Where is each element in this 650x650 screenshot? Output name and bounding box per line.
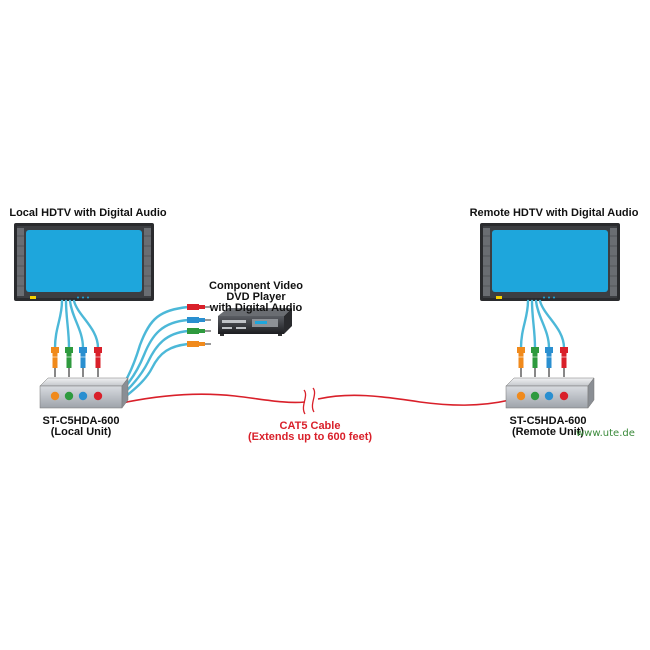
rca-cables xyxy=(53,299,566,402)
local-hdtv xyxy=(14,223,154,301)
remote-tv-screen xyxy=(492,230,608,292)
cable-note: (Extends up to 600 feet) xyxy=(248,431,372,443)
local-rca-plugs xyxy=(51,347,102,377)
watermark: www.ute.de xyxy=(576,428,635,439)
remote-hdtv xyxy=(480,223,620,301)
remote-unit-box xyxy=(505,377,595,409)
cable-name: CAT5 Cable xyxy=(280,420,341,432)
local-unit-box xyxy=(39,377,129,409)
power-led-icon xyxy=(496,296,502,299)
remote-unit-model: ST-C5HDA-600 xyxy=(509,415,586,427)
green-plug-icon xyxy=(187,328,211,334)
dvd-label-line1: Component Video xyxy=(209,280,303,292)
orange-plug-icon xyxy=(187,341,211,347)
dvd-label-line2: DVD Player xyxy=(226,291,286,303)
power-led-icon xyxy=(30,296,36,299)
red-plug-icon xyxy=(187,304,211,310)
remote-unit-role: (Remote Unit) xyxy=(512,426,584,438)
local-unit-model: ST-C5HDA-600 xyxy=(42,415,119,427)
remote-rca-plugs xyxy=(517,347,568,377)
local-tv-label: Local HDTV with Digital Audio xyxy=(9,207,167,219)
blue-plug-icon xyxy=(187,317,211,323)
cat5-cable xyxy=(121,387,511,415)
local-tv-screen xyxy=(26,230,142,292)
dvd-label-line3: with Digital Audio xyxy=(209,302,303,314)
remote-tv-label: Remote HDTV with Digital Audio xyxy=(470,207,639,219)
dvd-rca-plugs xyxy=(187,304,211,347)
dvd-player xyxy=(218,308,292,336)
local-unit-role: (Local Unit) xyxy=(51,426,112,438)
